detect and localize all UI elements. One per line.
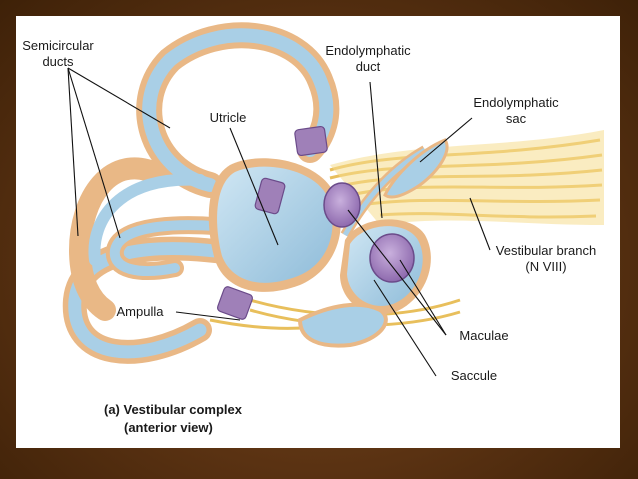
ampullae: [216, 125, 328, 320]
label-vestibular-branch-1: Vestibular branch: [496, 243, 596, 258]
label-maculae: Maculae: [459, 328, 508, 343]
label-endolymphatic-sac-1: Endolymphatic: [473, 95, 559, 110]
label-endolymphatic-duct-2: duct: [356, 59, 381, 74]
labels: Semicircular ducts Endolymphatic duct En…: [22, 38, 596, 435]
label-ampulla: Ampulla: [117, 304, 165, 319]
caption-line-1: (a) Vestibular complex: [104, 402, 243, 417]
label-endolymphatic-sac-2: sac: [506, 111, 527, 126]
nerve-fill: [330, 130, 604, 225]
label-saccule: Saccule: [451, 368, 497, 383]
utricle: [208, 158, 341, 292]
maculae: [323, 182, 415, 283]
label-endolymphatic-duct-1: Endolymphatic: [325, 43, 411, 58]
label-utricle: Utricle: [210, 110, 247, 125]
semicircular-ducts: [62, 22, 340, 364]
leader-lines: [67, 67, 491, 377]
label-semicircular-1: Semicircular: [22, 38, 94, 53]
label-vestibular-branch-2: (N VIII): [525, 259, 566, 274]
caption-line-2: (anterior view): [124, 420, 213, 435]
label-semicircular-2: ducts: [42, 54, 74, 69]
